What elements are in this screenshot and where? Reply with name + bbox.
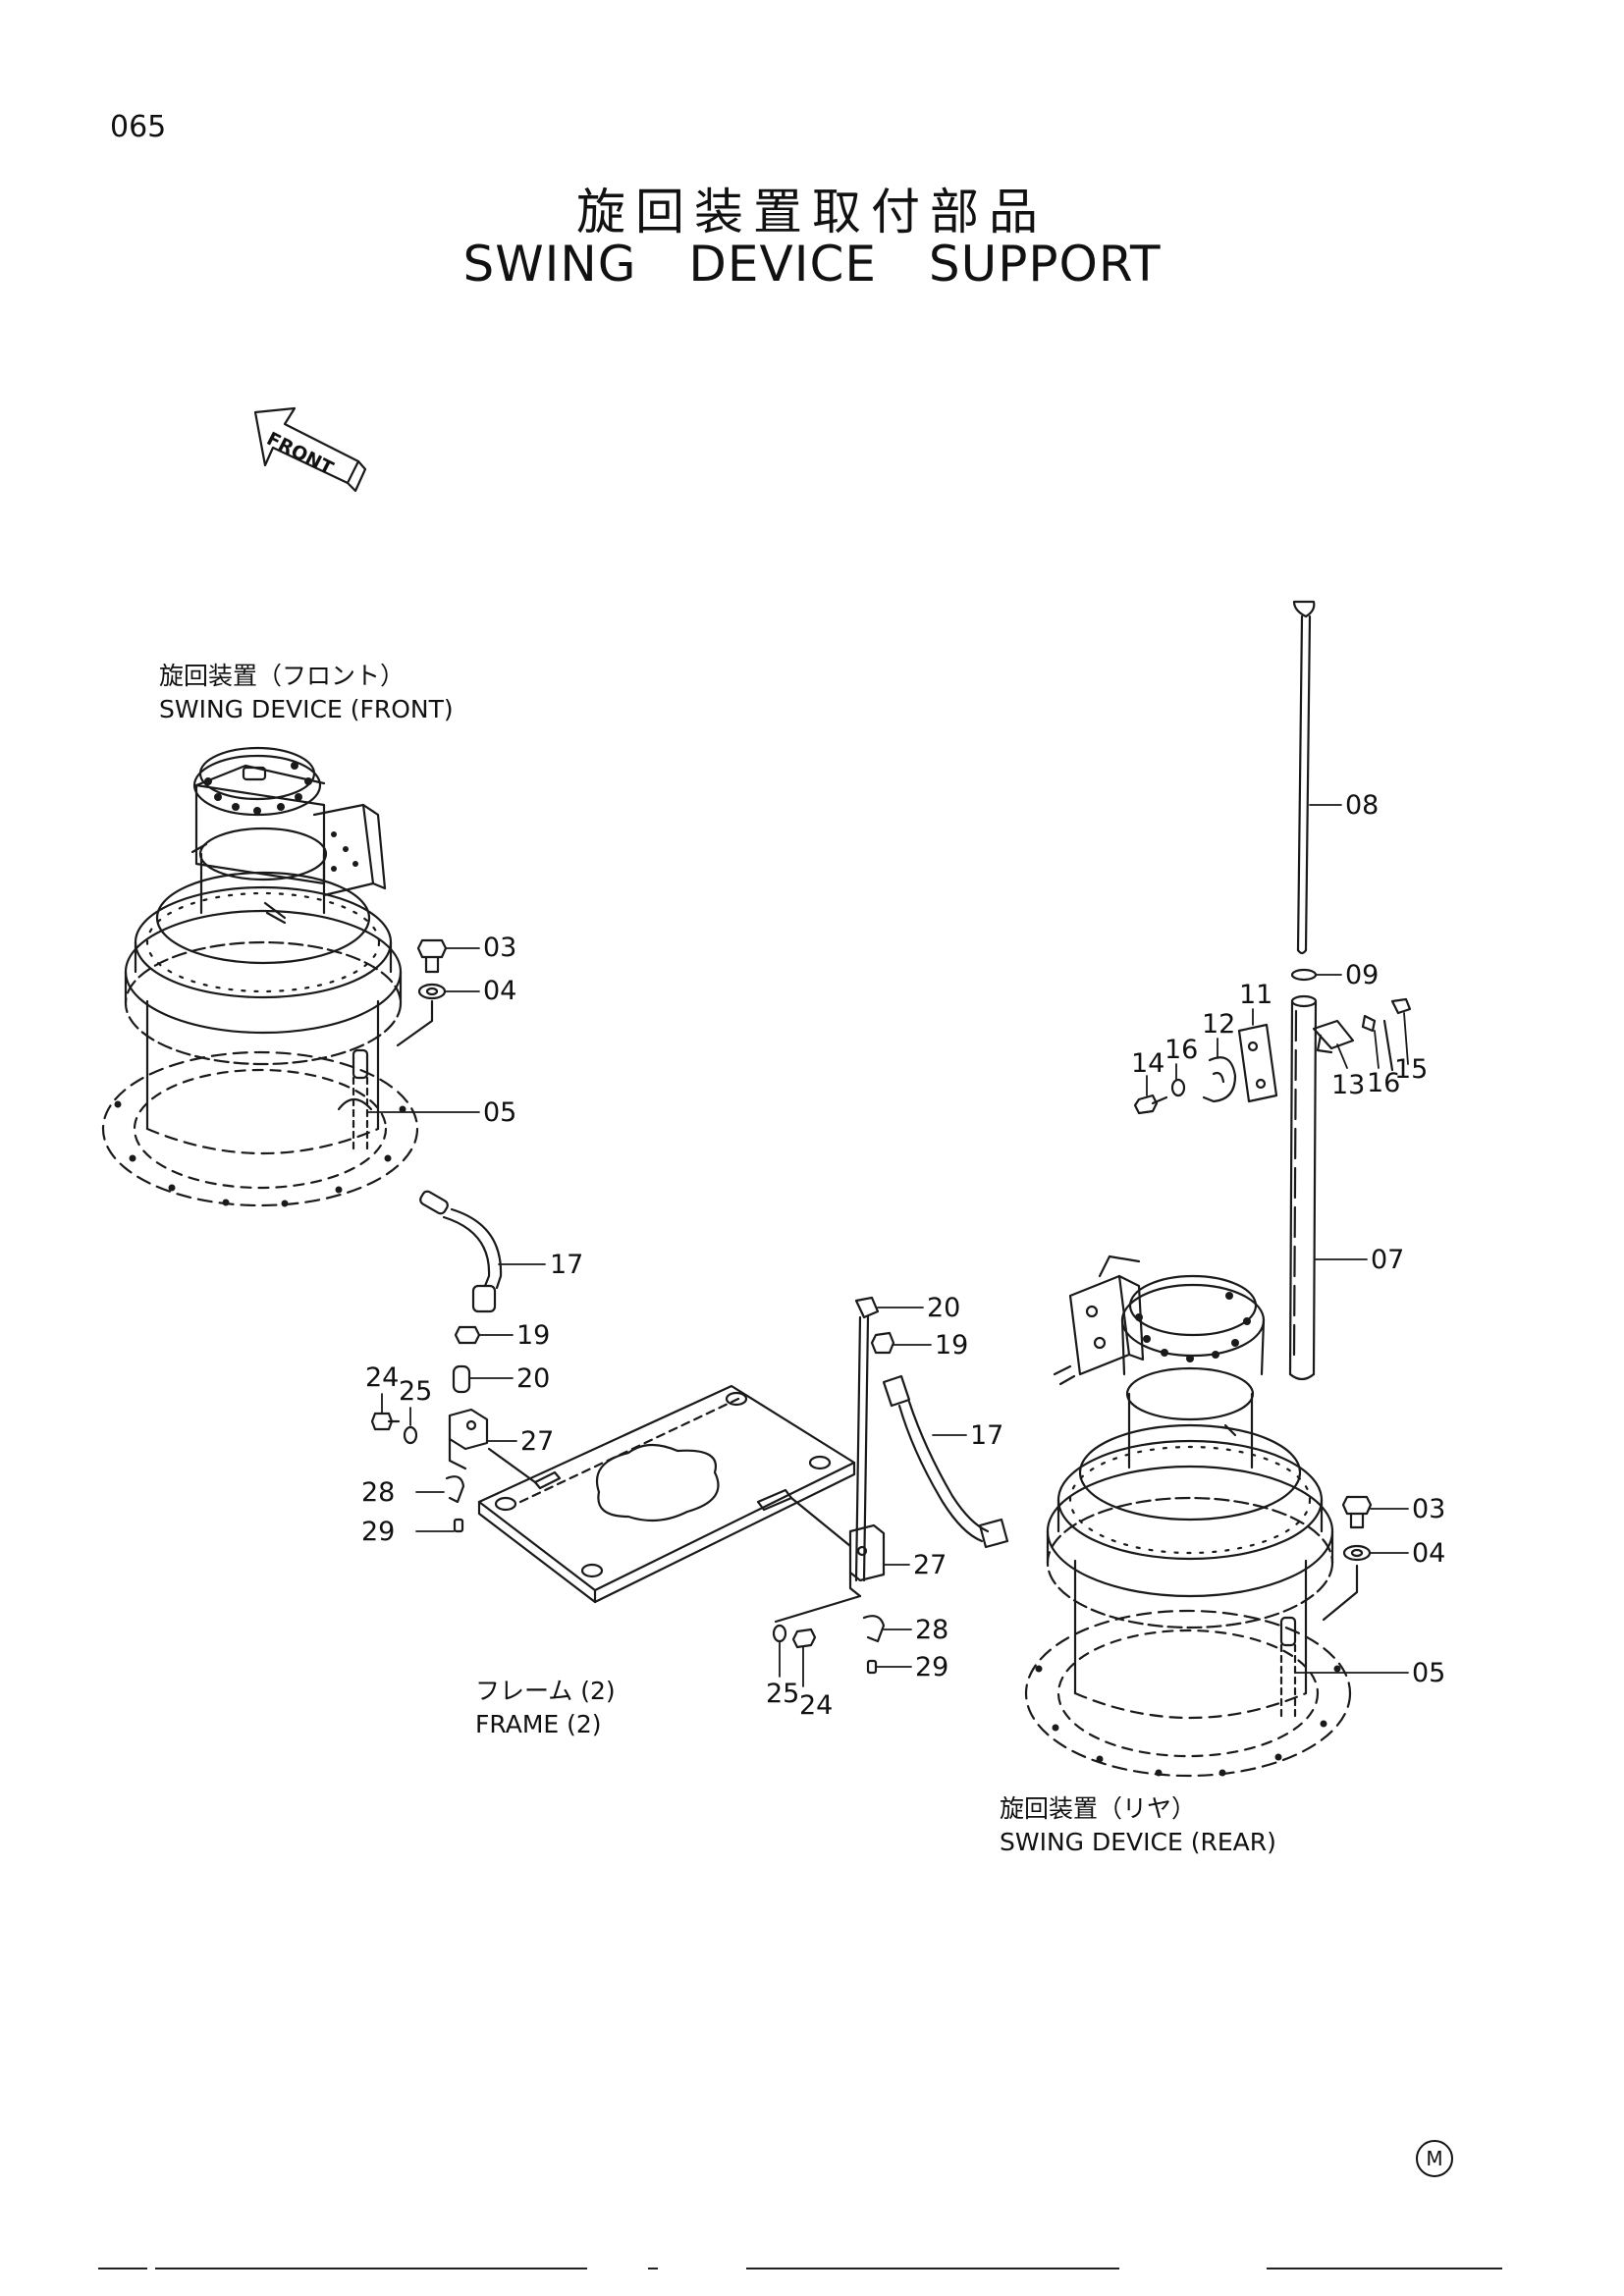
callout-rear-16a: 16 — [1164, 1035, 1199, 1065]
footer-rule-5 — [1267, 2268, 1502, 2269]
callout-rear-03: 03 — [1412, 1494, 1446, 1524]
callout-rear-25: 25 — [766, 1679, 800, 1709]
page-title-en: SWING DEVICE SUPPORT — [462, 236, 1162, 293]
footer-rule-3 — [648, 2268, 658, 2269]
callout-front-28: 28 — [361, 1477, 396, 1508]
caption-front-device-en: SWING DEVICE (FRONT) — [159, 695, 454, 723]
callout-front-17: 17 — [550, 1250, 584, 1280]
callout-front-27: 27 — [520, 1426, 555, 1457]
callout-rear-20: 20 — [927, 1293, 961, 1323]
callout-rear-11: 11 — [1239, 980, 1273, 1010]
callout-rear-05: 05 — [1412, 1658, 1446, 1688]
caption-rear-device-jp: 旋回装置（リヤ） — [1000, 1794, 1197, 1823]
page-number: 065 — [110, 110, 167, 144]
m-mark-icon: M — [1416, 2140, 1453, 2177]
footer-rule-2 — [155, 2268, 587, 2269]
callout-front-03: 03 — [483, 933, 517, 963]
frame-plate-illustration — [477, 1384, 856, 1604]
callout-front-25: 25 — [399, 1376, 433, 1407]
callout-rear-15: 15 — [1394, 1054, 1429, 1085]
hose-icon — [419, 1190, 503, 1313]
callout-rear-17: 17 — [970, 1420, 1004, 1451]
bolt-icon — [416, 938, 448, 974]
caption-rear-device: 旋回装置（リヤ） SWING DEVICE (REAR) — [1000, 1792, 1276, 1859]
callout-front-29: 29 — [361, 1517, 396, 1547]
callout-front-19: 19 — [516, 1320, 551, 1351]
caption-rear-device-en: SWING DEVICE (REAR) — [1000, 1828, 1276, 1856]
callout-rear-29: 29 — [915, 1652, 949, 1682]
callout-rear-08: 08 — [1345, 790, 1380, 821]
caption-frame-en: FRAME (2) — [475, 1710, 602, 1738]
callout-front-24: 24 — [365, 1362, 400, 1393]
swing-device-rear-illustration — [1024, 1255, 1352, 1778]
tube-icon — [1288, 994, 1318, 1381]
footer-rule-4 — [746, 2268, 1119, 2269]
caption-frame-jp: フレーム (2) — [475, 1677, 616, 1705]
callout-rear-09: 09 — [1345, 960, 1380, 990]
callout-rear-24: 24 — [799, 1690, 834, 1721]
callout-rear-13: 13 — [1331, 1070, 1366, 1100]
callout-rear-12: 12 — [1202, 1009, 1236, 1040]
callout-rear-28: 28 — [915, 1615, 949, 1645]
callout-rear-04: 04 — [1412, 1538, 1446, 1569]
page-title-jp: 旋回装置取付部品 — [576, 184, 1048, 240]
swing-device-front-illustration — [101, 746, 419, 1207]
caption-frame: フレーム (2) FRAME (2) — [475, 1675, 616, 1741]
callout-rear-14: 14 — [1131, 1048, 1165, 1079]
callout-front-20: 20 — [516, 1363, 551, 1394]
callout-front-04: 04 — [483, 976, 517, 1006]
callout-rear-07: 07 — [1371, 1245, 1405, 1275]
callout-rear-16b: 16 — [1367, 1068, 1401, 1098]
callout-rear-27: 27 — [913, 1550, 947, 1580]
caption-front-device: 旋回装置（フロント） SWING DEVICE (FRONT) — [159, 660, 454, 726]
callout-front-05: 05 — [483, 1097, 517, 1128]
footer-rule-1 — [98, 2268, 147, 2269]
rod-icon — [1292, 600, 1316, 955]
front-arrow-icon — [253, 406, 367, 493]
caption-front-device-jp: 旋回装置（フロント） — [159, 662, 406, 690]
callout-rear-19: 19 — [935, 1330, 969, 1361]
